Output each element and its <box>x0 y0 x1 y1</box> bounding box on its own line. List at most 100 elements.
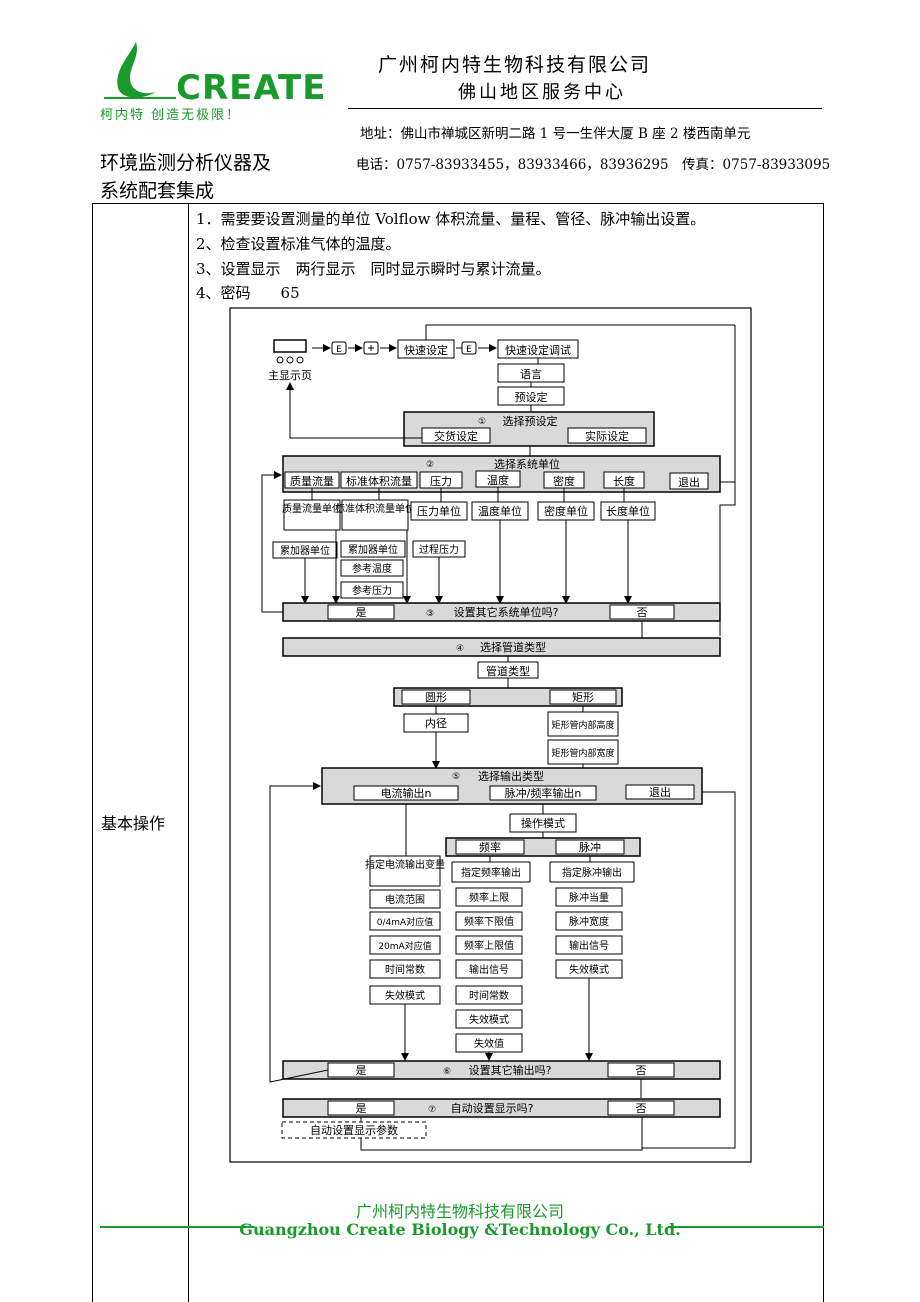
freq-upper-label: 频率上限 <box>469 891 509 904</box>
language-label: 语言 <box>520 368 542 381</box>
company-branch: 佛山地区服务中心 <box>458 82 626 103</box>
instruction-1: 1．需要要设置测量的单位 Volflow 体积流量、量程、管径、脉冲输出设置。 <box>196 210 706 228</box>
yes-box-1 <box>327 604 395 620</box>
pulse-width-box <box>555 911 623 931</box>
company-address: 地址：佛山市禅城区新明二路 1 号一生伴大厦 B 座 2 楼西南单元 <box>360 126 751 142</box>
failsafe-mode-label-3: 失效模式 <box>569 963 609 976</box>
std-volume-flow-unit-label: 标准体积流量单位 <box>335 502 415 515</box>
time-constant-label-2: 时间常数 <box>469 989 509 1002</box>
instruction-2: 2、检查设置标准气体的温度。 <box>196 235 401 253</box>
pulse-freq-output-box <box>489 785 597 801</box>
select-preset-label: 选择预设定 <box>503 414 558 428</box>
exit-label-1: 退出 <box>678 475 700 489</box>
mass-flow-unit-label: 质量流量单位 <box>282 502 342 515</box>
time-constant-box-2 <box>455 985 523 1005</box>
logo-wordmark: CREATE <box>176 68 327 108</box>
main-display-label: 主显示页 <box>268 369 312 382</box>
main-display-icon <box>273 339 307 364</box>
density-label: 密度 <box>553 474 575 488</box>
actual-setting-label: 实际设定 <box>585 429 629 443</box>
yes-label-2: 是 <box>356 1064 367 1077</box>
step-7-label: ⑦ <box>428 1105 436 1115</box>
footer-company-cn: 广州柯内特生物科技有限公司 <box>355 1202 564 1221</box>
failsafe-mode-label-1: 失效模式 <box>385 989 425 1002</box>
pulse-box <box>555 839 625 855</box>
row-label: 基本操作 <box>101 814 166 833</box>
auto-display-params-label: 自动设置显示参数 <box>310 1123 398 1137</box>
reference-pressure-box <box>340 581 404 599</box>
freq-lower-val-label: 频率下限值 <box>464 915 514 928</box>
std-volume-flow-label: 标准体积流量 <box>346 474 412 488</box>
pulse-width-label: 脉冲宽度 <box>569 915 609 928</box>
current-output-label: 电流输出n <box>381 786 432 800</box>
temperature-unit-label: 温度单位 <box>478 504 522 518</box>
yes-label-3: 是 <box>356 1102 367 1115</box>
operation-mode-label: 操作模式 <box>521 816 565 830</box>
circular-box <box>401 689 471 705</box>
set-other-outputs-label: 设置其它输出吗? <box>469 1063 552 1077</box>
output-signal-box-1 <box>455 959 523 979</box>
failsafe-mode-label-2: 失效模式 <box>469 1013 509 1026</box>
assign-current-output-box <box>369 855 441 887</box>
no-box-1 <box>609 604 675 620</box>
instruction-3: 3、设置显示 两行显示 同时显示瞬时与累计流量。 <box>196 260 551 278</box>
pressure-unit-label: 压力单位 <box>417 504 461 518</box>
delivery-setting-box <box>421 427 491 444</box>
failsafe-value-label: 失效值 <box>474 1037 504 1050</box>
pipe-type-label: 管道类型 <box>486 664 530 678</box>
time-constant-box-1 <box>369 959 441 979</box>
quick-setup-commission-label: 快速设定调试 <box>505 343 571 357</box>
assign-pulse-output-label: 指定脉冲输出 <box>562 866 622 879</box>
no-label-3: 否 <box>636 1102 647 1115</box>
pressure-unit-box <box>410 501 468 521</box>
select-system-units-label: 选择系统单位 <box>494 457 560 471</box>
business-slogan-1: 环境监测分析仪器及 <box>100 152 272 174</box>
totalizer-unit-label-1: 累加器单位 <box>280 544 330 557</box>
totalizer-unit-label-2: 累加器单位 <box>348 543 398 556</box>
mass-flow-label: 质量流量 <box>290 474 334 488</box>
no-box-3 <box>607 1100 675 1116</box>
key-e-label-2: E <box>466 345 472 355</box>
no-label-1: 否 <box>637 606 648 619</box>
key-e-label-1: E <box>336 345 342 355</box>
reference-temperature-label: 参考温度 <box>352 562 392 575</box>
pulse-value-label: 脉冲当量 <box>569 891 609 904</box>
step-1-label: ① <box>478 417 486 427</box>
time-constant-label-1: 时间常数 <box>385 963 425 976</box>
rectangular-label: 矩形 <box>572 691 594 704</box>
frequency-box <box>455 839 525 855</box>
logo-slogan: 柯内特 创造无极限！ <box>100 108 242 123</box>
key-e-icon-2 <box>461 341 477 355</box>
footer-company-en: Guangzhou Create Biology &Technology Co.… <box>239 1220 681 1239</box>
temperature-label: 温度 <box>487 473 509 487</box>
inner-diameter-label: 内径 <box>425 716 447 730</box>
key-e-icon <box>331 341 347 355</box>
yes-label-1: 是 <box>356 606 367 619</box>
delivery-setting-label: 交货设定 <box>434 429 478 443</box>
process-pressure-label: 过程压力 <box>419 543 459 556</box>
select-output-type-label: 选择输出类型 <box>478 769 544 783</box>
instruction-4: 4、密码 65 <box>196 284 300 302</box>
step-3-label: ③ <box>426 609 434 619</box>
logo <box>100 40 180 106</box>
assign-freq-output-label: 指定频率输出 <box>461 866 521 879</box>
val-20ma-box <box>369 935 441 955</box>
freq-upper-val-label: 频率上限值 <box>464 939 514 952</box>
rect-width-label: 矩形管内部宽度 <box>551 747 614 759</box>
exit-box-1 <box>669 472 709 490</box>
assign-current-output-label: 指定电流输出变量 <box>365 858 445 871</box>
freq-lower-val-box <box>455 911 523 931</box>
key-plus-icon <box>363 341 379 355</box>
freq-upper-val-box <box>455 935 523 955</box>
step-6-label: ⑥ <box>443 1067 451 1077</box>
actual-setting-box <box>567 427 647 444</box>
pressure-label: 压力 <box>430 475 452 488</box>
frequency-label: 频率 <box>479 840 501 854</box>
preset-label: 预设定 <box>515 390 548 404</box>
val-0-4ma-label: 0/4mA对应值 <box>377 916 433 928</box>
assign-pulse-output-box <box>549 861 635 883</box>
val-0-4ma-box <box>369 911 441 931</box>
exit-label-2: 退出 <box>649 785 671 799</box>
pulse-value-box <box>555 887 623 907</box>
